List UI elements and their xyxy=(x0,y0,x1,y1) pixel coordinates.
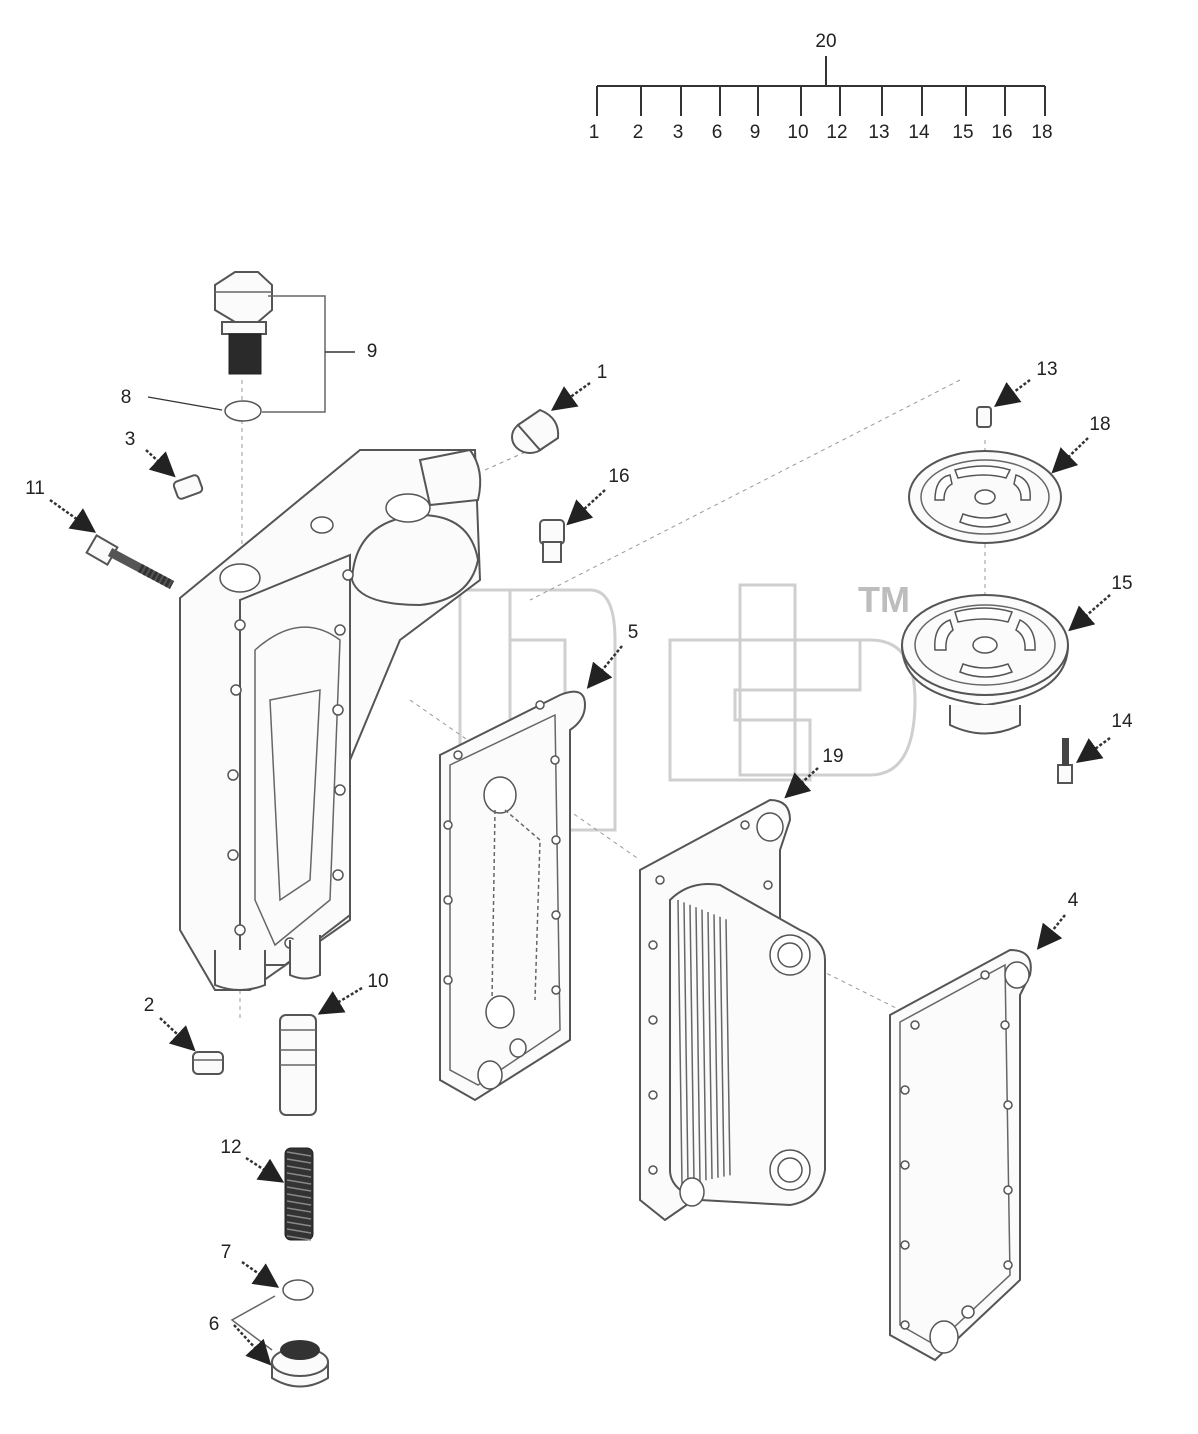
assembly-member-label: 14 xyxy=(908,122,930,143)
core-fin xyxy=(719,916,725,1177)
thermostat-15 xyxy=(900,594,1070,735)
assembly-member-label: 10 xyxy=(787,122,808,143)
hex-plug-bolt xyxy=(214,271,273,375)
o-ring-7 xyxy=(282,1279,314,1301)
callout-15: 15 xyxy=(1111,573,1132,594)
o-ring-8 xyxy=(224,400,262,422)
callout-18: 18 xyxy=(1089,414,1110,435)
plug-6 xyxy=(271,1340,329,1388)
spring-coil xyxy=(286,1179,312,1185)
callout-12: 12 xyxy=(220,1137,241,1158)
spring-coil xyxy=(286,1158,312,1164)
callout-7: 7 xyxy=(221,1242,232,1263)
plug-2 xyxy=(192,1051,224,1075)
spring-12 xyxy=(284,1147,314,1241)
core-fin xyxy=(725,919,731,1176)
spring-coil xyxy=(286,1193,312,1199)
callout-6: 6 xyxy=(209,1314,220,1335)
core-fin xyxy=(683,902,689,1184)
gasket-4 xyxy=(889,948,1032,1362)
oil-cooler-housing xyxy=(179,448,482,991)
callout-14: 14 xyxy=(1111,711,1133,732)
callout-1: 1 xyxy=(597,362,608,383)
spring-coil xyxy=(286,1235,312,1241)
spring-coil xyxy=(286,1214,312,1220)
assembly-member-label: 3 xyxy=(673,122,684,143)
assembly-member-label: 2 xyxy=(633,122,644,143)
watermark-tm: TM xyxy=(858,579,910,620)
cooler-core-19 xyxy=(639,798,826,1222)
cap-1 xyxy=(511,408,560,454)
callout-19: 19 xyxy=(822,746,843,767)
core-fin xyxy=(677,899,683,1186)
bypass-valve-10 xyxy=(279,1014,317,1116)
screw-14 xyxy=(1057,738,1073,784)
core-fin xyxy=(713,914,719,1178)
assembly-member-label: 9 xyxy=(750,122,761,143)
assembly-member-label: 1 xyxy=(589,122,600,143)
assembly-member-label: 18 xyxy=(1031,122,1052,143)
gasket-5 xyxy=(439,690,587,1102)
spring-coil xyxy=(286,1172,312,1178)
valve-plate-18 xyxy=(908,450,1062,544)
spring-coil xyxy=(286,1207,312,1213)
assembly-member-label: 12 xyxy=(826,122,847,143)
spring-coil xyxy=(286,1200,312,1206)
small-plug-3 xyxy=(172,474,204,500)
callout-16: 16 xyxy=(608,466,629,487)
callout-3: 3 xyxy=(125,429,136,450)
assembly-member-label: 15 xyxy=(952,122,973,143)
assembly-member-label: 16 xyxy=(991,122,1012,143)
bracket-9 xyxy=(262,295,355,413)
core-fin xyxy=(701,909,707,1181)
spring-coil xyxy=(286,1151,312,1157)
core-fin xyxy=(707,911,713,1180)
core-fin xyxy=(695,907,701,1182)
callout-8: 8 xyxy=(121,387,132,408)
alignment-lines xyxy=(239,379,986,1020)
leader-arrows xyxy=(49,379,1111,1366)
fitting-16 xyxy=(539,519,565,563)
callout-labels: 1 2 3 4 5 6 7 8 9 10 11 12 13 14 15 16 1… xyxy=(25,341,1133,1335)
spring-coil xyxy=(286,1228,312,1234)
assembly-member-label: 13 xyxy=(868,122,889,143)
spring-coil xyxy=(286,1165,312,1171)
callout-9: 9 xyxy=(367,341,378,362)
pin-13 xyxy=(976,406,992,428)
assembly-member-label: 6 xyxy=(712,122,723,143)
callout-5: 5 xyxy=(628,622,639,643)
spring-coil xyxy=(286,1186,312,1192)
callout-11: 11 xyxy=(25,478,45,499)
long-bolt-11 xyxy=(85,533,175,589)
callout-10: 10 xyxy=(367,971,388,992)
spring-coil xyxy=(286,1221,312,1227)
callout-4: 4 xyxy=(1068,890,1079,911)
callout-13: 13 xyxy=(1036,359,1057,380)
callout-2: 2 xyxy=(144,995,155,1016)
assembly-label: 20 xyxy=(815,31,836,52)
core-fin xyxy=(689,904,695,1183)
